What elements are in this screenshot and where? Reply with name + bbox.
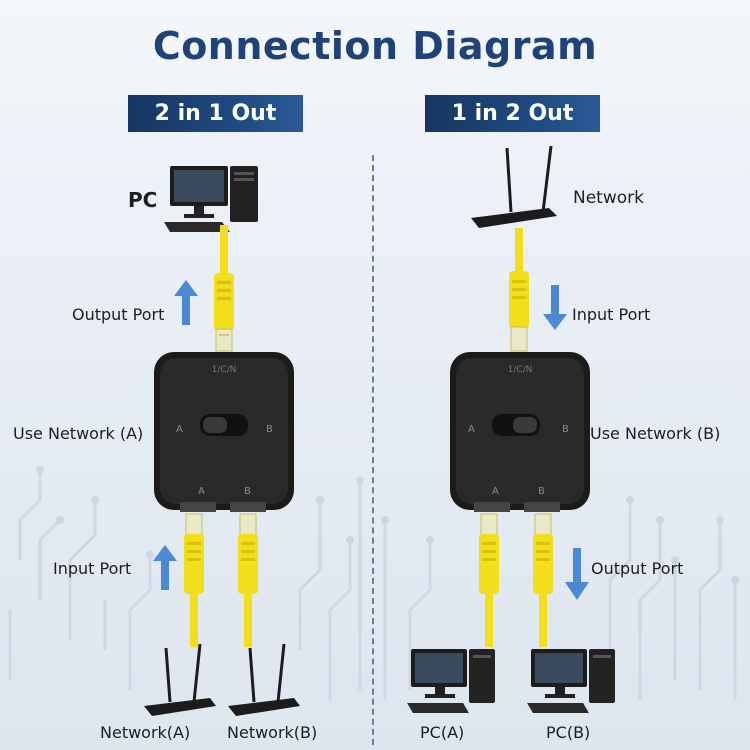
right-device-a-label: PC(A) bbox=[420, 723, 465, 742]
pc-a-icon bbox=[407, 649, 495, 713]
right-switch-port-b: B bbox=[538, 486, 545, 497]
right-output-cables bbox=[479, 513, 553, 647]
section-divider bbox=[372, 155, 374, 745]
right-input-arrow-icon bbox=[543, 285, 567, 330]
left-banner: 2 in 1 Out bbox=[128, 95, 303, 132]
right-switch-port-a: A bbox=[492, 486, 499, 497]
router-b-icon bbox=[228, 643, 300, 716]
right-switch-side-a: A bbox=[468, 424, 475, 435]
left-top-device-label: PC bbox=[128, 188, 158, 212]
pc-b-icon bbox=[527, 649, 615, 713]
pc-icon bbox=[164, 166, 258, 232]
right-device-b-label: PC(B) bbox=[546, 723, 591, 742]
right-switch-side-b: B bbox=[562, 424, 569, 435]
right-top-device-label: Network bbox=[573, 188, 644, 208]
left-switch-side-b: B bbox=[266, 424, 273, 435]
page-title: Connection Diagram bbox=[152, 24, 598, 68]
router-a-icon bbox=[144, 643, 216, 716]
left-switch-side-a: A bbox=[176, 424, 183, 435]
left-input-port-label: Input Port bbox=[53, 559, 132, 578]
right-output-port-label: Output Port bbox=[591, 559, 684, 578]
left-output-arrow-icon bbox=[174, 280, 198, 325]
left-switch-port-a: A bbox=[198, 486, 205, 497]
left-output-port-label: Output Port bbox=[72, 305, 165, 324]
right-banner: 1 in 2 Out bbox=[425, 95, 600, 132]
right-output-arrow-icon bbox=[565, 548, 589, 600]
left-switch-top-text: 1/C/N bbox=[212, 365, 237, 375]
left-switch-port-b: B bbox=[244, 486, 251, 497]
left-switch-label: Use Network (A) bbox=[13, 424, 144, 443]
right-switch-device: 1/C/N A B A B bbox=[450, 352, 590, 512]
left-device-a-label: Network(A) bbox=[100, 723, 191, 742]
right-switch-top-text: 1/C/N bbox=[508, 365, 533, 375]
left-input-arrow-icon bbox=[153, 545, 177, 590]
left-device-b-label: Network(B) bbox=[227, 723, 318, 742]
left-switch-device: 1/C/N A B A B bbox=[154, 352, 294, 512]
left-output-cable bbox=[214, 225, 234, 352]
router-icon bbox=[471, 145, 557, 228]
right-input-cable bbox=[509, 228, 529, 352]
right-switch-label: Use Network (B) bbox=[590, 424, 721, 443]
left-input-cables bbox=[184, 513, 258, 647]
right-input-port-label: Input Port bbox=[572, 305, 651, 324]
